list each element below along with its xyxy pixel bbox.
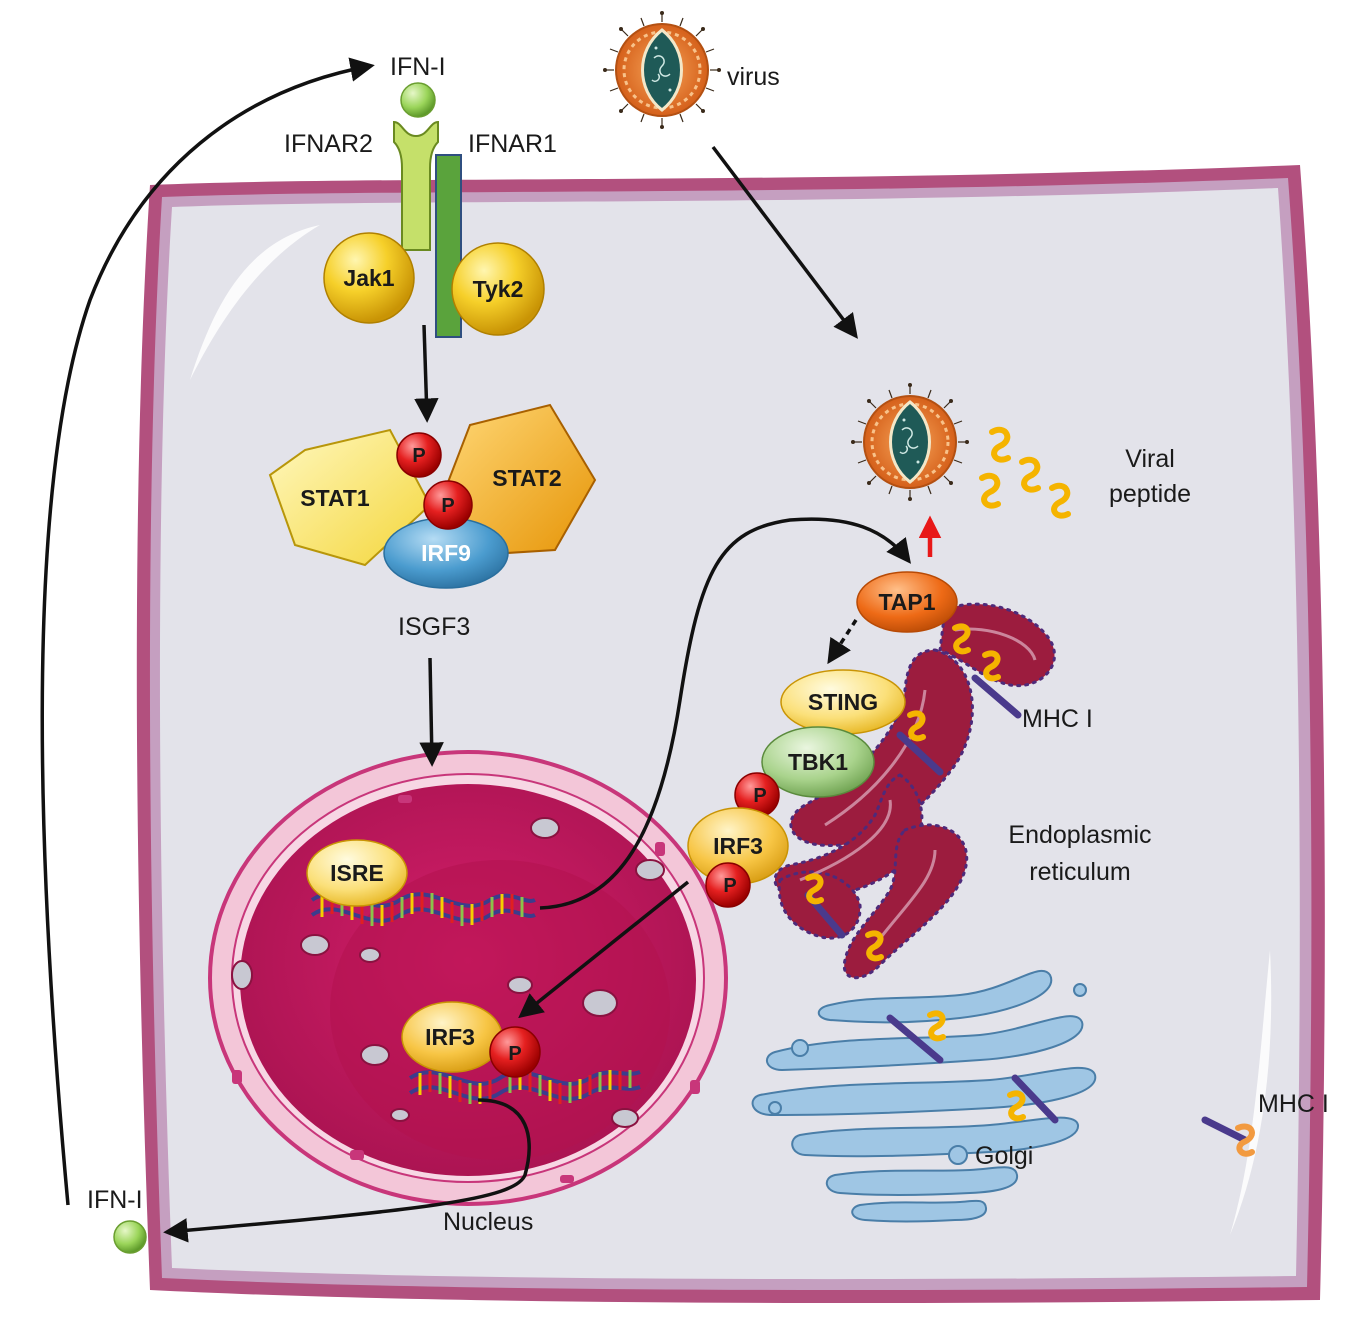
ifn-i-label-bottom: IFN-I [87, 1186, 143, 1214]
ifnar2-label: IFNAR2 [284, 130, 373, 158]
arrow-ifn-feedback [40, 57, 375, 1206]
viral-peptide-label-line1: Viral [1125, 445, 1175, 473]
irf3-label: IRF3 [425, 1024, 475, 1050]
pathway-arrows [40, 57, 911, 1243]
isgf3-label: ISGF3 [398, 613, 470, 641]
isgf3-complex: STAT1 STAT2 IRF9 P P [268, 403, 597, 589]
arrow-isgf3-to-nucleus [419, 657, 444, 767]
phosphate-label: P [753, 785, 766, 807]
phosphate-stat2: P [423, 480, 473, 530]
phosphate-label: P [441, 495, 454, 517]
jak1: Jak1 [323, 232, 415, 324]
tbk1-label: TBK1 [788, 749, 848, 775]
mhc-peptide-complexes [804, 623, 1255, 1157]
phosphate-stat1: P [396, 432, 442, 478]
ifn-i-ligand-top [400, 82, 436, 118]
ifnar2-receptor [393, 120, 439, 251]
dna-irf3-target [408, 1070, 641, 1104]
phosphate-label: P [412, 445, 425, 467]
ifnar1-label: IFNAR1 [468, 130, 557, 158]
virus-label: virus [727, 63, 780, 91]
virus-extracellular [601, 9, 723, 131]
phosphate-label: P [723, 875, 736, 897]
viral-peptide-label-line2: peptide [1109, 480, 1191, 508]
stat2-label: STAT2 [492, 465, 561, 491]
irf9: IRF9 [383, 517, 509, 589]
ifn-i-ligand-bottom [113, 1220, 147, 1254]
golgi-apparatus [751, 969, 1097, 1223]
ifnar1-receptor [435, 154, 462, 338]
ifn-receptor-complex [393, 120, 462, 338]
er-label-line1: Endoplasmic [1008, 821, 1151, 849]
irf3-nuclear: IRF3 [401, 1001, 503, 1073]
arrow-receptor-to-isgf3 [414, 324, 439, 423]
mhc-i-label-membrane: MHC I [1258, 1090, 1329, 1118]
sting: STING [780, 669, 906, 735]
isre: ISRE [306, 839, 408, 907]
jak1-label: Jak1 [343, 265, 394, 291]
arrow-virus-entry [711, 145, 858, 339]
arrow-ifn-secretion [163, 1098, 531, 1243]
arrow-tap1-to-sting [827, 619, 858, 665]
virus-intracellular [849, 381, 971, 503]
phosphate-label: P [508, 1043, 521, 1065]
tyk2: Tyk2 [451, 242, 545, 336]
arrow-isre-to-tap1 [539, 517, 911, 910]
phosphate-irf3-nuclear: P [489, 1026, 541, 1078]
er-label-line2: reticulum [1029, 858, 1130, 886]
irf3-label: IRF3 [713, 833, 763, 859]
nucleus-label: Nucleus [443, 1208, 533, 1236]
golgi-label: Golgi [975, 1142, 1033, 1170]
viral-peptides [979, 426, 1071, 519]
arrow-irf3-translocation [518, 880, 690, 1019]
phosphate-tbk1: P [734, 772, 780, 818]
irf9-label: IRF9 [421, 540, 471, 566]
tap1: TAP1 [856, 571, 958, 633]
isre-label: ISRE [330, 860, 384, 886]
phosphate-irf3-cytoplasmic: P [705, 862, 751, 908]
stat1: STAT1 [268, 428, 432, 567]
stat1-label: STAT1 [300, 485, 370, 511]
ifn-i-label-top: IFN-I [390, 53, 446, 81]
tyk2-label: Tyk2 [473, 276, 524, 302]
tbk1: TBK1 [761, 726, 875, 798]
mhc-i-label-er: MHC I [1022, 705, 1093, 733]
sting-label: STING [808, 689, 878, 715]
tap1-label: TAP1 [878, 589, 935, 615]
